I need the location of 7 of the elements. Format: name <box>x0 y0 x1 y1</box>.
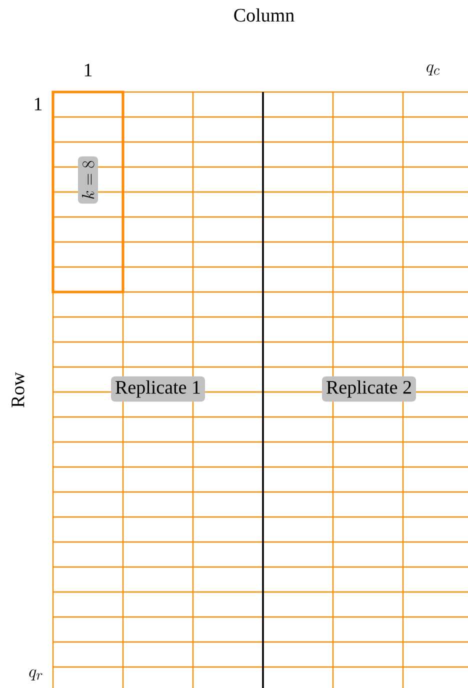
column-label: Column <box>234 8 294 22</box>
row-index: $q_r$ <box>29 669 42 680</box>
block-box: $k = 8$ <box>52 90 124 294</box>
column-index: $q_c$ <box>426 64 440 76</box>
row-label: Row <box>12 372 24 408</box>
replicate-label: Replicate 1 <box>111 376 205 402</box>
replicate-label: Replicate 2 <box>322 376 416 402</box>
